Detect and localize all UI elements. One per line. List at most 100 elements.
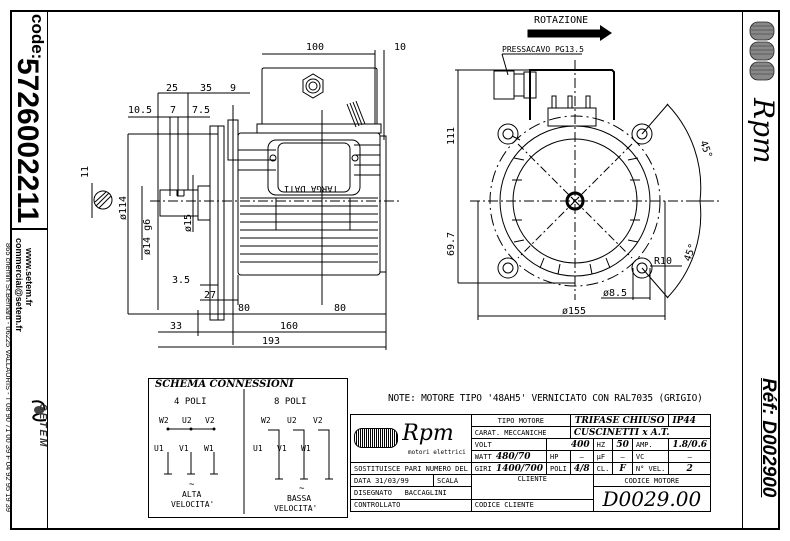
technical-drawing: 100 10 25 35 9 10.5 7 7.5 11 ø114 ø14 g6… xyxy=(80,15,720,350)
dim-11: 11 xyxy=(80,166,91,178)
dim-3-5: 3.5 xyxy=(172,275,190,286)
watt-value: 480/70 xyxy=(495,451,531,462)
right-info-strip xyxy=(742,10,780,530)
terminal-v2-right: V2 xyxy=(313,416,323,425)
dim-25: 25 xyxy=(166,83,178,94)
dim-155: ø155 xyxy=(562,306,586,317)
poli-value: 4/8 xyxy=(569,462,594,475)
dim-9: 9 xyxy=(230,83,236,94)
dim-33: 33 xyxy=(170,321,182,332)
terminal-u1-left: U1 xyxy=(154,444,164,453)
giri-label: GIRI xyxy=(474,464,492,473)
title-block-brand: Rpm xyxy=(402,421,454,446)
drawing-frame xyxy=(10,10,780,530)
dim-114: ø114 xyxy=(118,196,129,220)
rotation-label: ROTAZIONE xyxy=(534,15,588,26)
tipo-motore-label: TIPO MOTORE xyxy=(470,414,571,427)
poli-label: POLI xyxy=(546,462,571,475)
dim-r10: R10 xyxy=(654,256,672,267)
carat-label: CARAT. MECCANICHE xyxy=(470,426,571,439)
volt-label: VOLT xyxy=(470,438,548,451)
title-block-brand-sub: motori elettrici xyxy=(408,449,466,456)
dim-111: 111 xyxy=(446,127,457,145)
vc-value: — xyxy=(668,450,711,463)
terminal-u2-left: U2 xyxy=(182,416,192,425)
rotation-arrow-icon xyxy=(527,29,603,38)
rpm-coil-logo-icon xyxy=(749,21,775,81)
reference-number: Réf: D002900 xyxy=(758,378,779,498)
hp-value: — xyxy=(569,450,594,463)
setem-swirl-icon xyxy=(31,400,47,422)
terminal-v1-right: V1 xyxy=(277,444,287,453)
disegnato-label: DISEGNATO xyxy=(354,488,392,497)
right-speed-line2: VELOCITA' xyxy=(274,504,317,513)
nameplate-label: TARGA DATI xyxy=(284,183,338,193)
uf-label: µF xyxy=(592,450,614,463)
left-info-strip xyxy=(10,10,48,530)
rpm-coil-small-icon xyxy=(354,428,398,448)
amp-value: 1.8/0.6 xyxy=(668,438,711,451)
hz-label: HZ xyxy=(592,438,614,451)
data-value: 31/03/99 xyxy=(375,476,409,485)
schema-title: SCHEMA CONNESSIONI xyxy=(155,379,294,390)
dim-14: ø14 g6 xyxy=(142,219,153,255)
amp-label: AMP. xyxy=(631,438,670,451)
cl-label: CL. xyxy=(592,462,614,475)
codice-motore-value: D0029.00 xyxy=(592,486,711,512)
controllato-label: CONTROLLATO xyxy=(350,498,472,512)
data-label: DATA xyxy=(354,476,371,485)
dim-35: 35 xyxy=(200,83,212,94)
scala-label: SCALA xyxy=(433,474,472,487)
dim-193: 193 xyxy=(262,336,280,347)
dim-100: 100 xyxy=(306,42,324,53)
nvel-value: 2 xyxy=(668,462,711,475)
svg-text:~: ~ xyxy=(189,480,195,490)
sostituisce-label: SOSTITUISCE PARI NUMERO DEL xyxy=(350,462,472,475)
terminal-v2-left: V2 xyxy=(205,416,215,425)
dim-10: 10 xyxy=(394,42,406,53)
dim-80-right: 80 xyxy=(334,303,346,314)
title-block: Rpm motori elettrici TIPO MOTORE TRIFASE… xyxy=(349,414,711,512)
dim-7-5: 7.5 xyxy=(192,105,210,116)
right-speed-line1: BASSA xyxy=(287,494,311,503)
dim-27: 27 xyxy=(204,290,216,301)
volt-value: 400 xyxy=(546,438,594,451)
dim-160: 160 xyxy=(280,321,298,332)
code-box xyxy=(10,10,48,230)
angle-45-top: 45° xyxy=(697,139,714,160)
hp-label: HP xyxy=(546,450,571,463)
cable-gland-label: PRESSACAVO PG13.5 xyxy=(502,45,584,54)
left-speed-line1: ALTA xyxy=(182,490,201,499)
terminal-w2-right: W2 xyxy=(261,416,271,425)
dim-69-7: 69.7 xyxy=(446,232,457,256)
cl-value: F xyxy=(612,462,633,475)
hz-value: 50 xyxy=(612,438,633,451)
left-poles-label: 4 POLI xyxy=(174,397,207,407)
terminal-u2-right: U2 xyxy=(287,416,297,425)
nvel-label: N° VEL. xyxy=(631,462,670,475)
motor-note: NOTE: MOTORE TIPO '48AH5' VERNICIATO CON… xyxy=(388,393,703,404)
codice-cliente-label: CODICE CLIENTE xyxy=(470,498,594,512)
codice-motore-label: CODICE MOTORE xyxy=(592,474,711,487)
tipo-motore-value: TRIFASE CHIUSO xyxy=(569,414,670,427)
vc-label: VC xyxy=(631,450,670,463)
terminal-v1-left: V1 xyxy=(179,444,189,453)
right-poles-label: 8 POLI xyxy=(274,397,307,407)
left-speed-line2: VELOCITA' xyxy=(171,500,214,509)
connection-schema: SCHEMA CONNESSIONI 4 POLI W2 U2 V2 U1 V1… xyxy=(148,378,348,518)
dim-15: ø15 xyxy=(183,214,194,232)
terminal-w1-right: W1 xyxy=(301,444,311,453)
uf-value: — xyxy=(612,450,633,463)
watt-label: WATT xyxy=(474,452,492,461)
setem-logo: SETEM xyxy=(37,404,48,449)
disegnato-value: BACCAGLINI xyxy=(404,488,447,497)
cliente-label: CLIENTE xyxy=(470,474,594,500)
dim-80-left: 80 xyxy=(238,303,250,314)
terminal-w2-left: W2 xyxy=(159,416,169,425)
terminal-u1-right: U1 xyxy=(253,444,263,453)
dim-8-5: ø8.5 xyxy=(603,288,627,299)
terminal-box-outline xyxy=(261,67,378,124)
ip-rating: IP44 xyxy=(668,414,711,427)
angle-45-bottom: 45° xyxy=(682,242,699,263)
carat-value: CUSCINETTI x A.T. xyxy=(569,426,711,439)
